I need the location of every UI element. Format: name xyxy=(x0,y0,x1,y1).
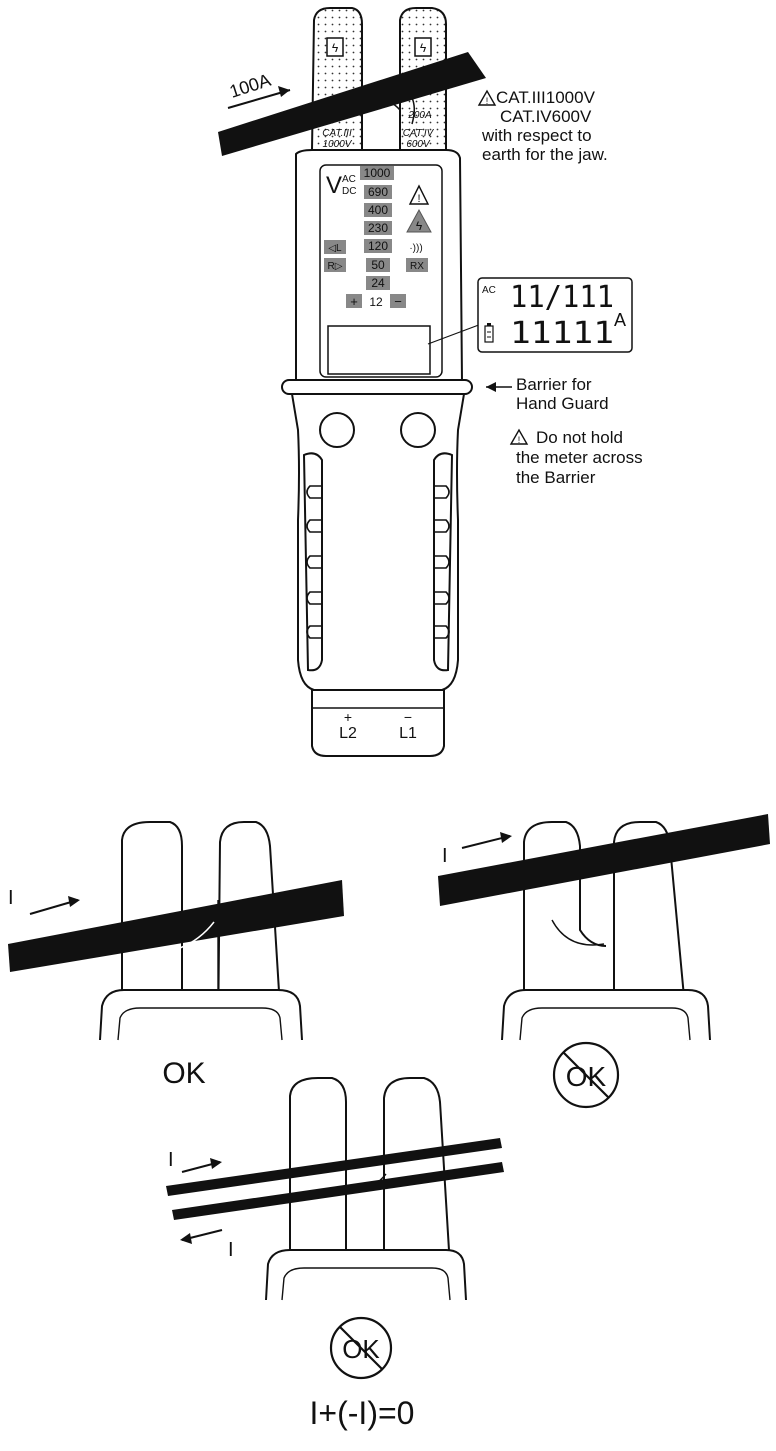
lcd-row-2: 11111 xyxy=(510,316,614,351)
led-400: 400 xyxy=(368,203,388,217)
conductor-cable-forward xyxy=(166,1138,502,1196)
led-12: 12 xyxy=(369,295,383,309)
jaw-warning-line-1: CAT.III1000V xyxy=(496,88,596,107)
led-1000: 1000 xyxy=(364,166,391,180)
left-button[interactable] xyxy=(319,412,355,448)
conductor-cable-return xyxy=(172,1162,504,1220)
right-button[interactable] xyxy=(400,412,436,448)
svg-text:ϟ: ϟ xyxy=(332,41,339,55)
barrier-label-line-1: Barrier for xyxy=(516,375,592,394)
jaw-left-marking-1: CAT.III xyxy=(322,128,352,139)
high-voltage-icon: ϟ xyxy=(406,208,432,233)
example-correct-single-conductor: I OK xyxy=(8,821,344,1090)
jaw-warning-icon: ! xyxy=(477,89,497,106)
svg-text:ϟ: ϟ xyxy=(420,41,427,55)
not-ok-label-2: OK xyxy=(342,1334,380,1364)
led-120: 120 xyxy=(368,239,388,253)
example-2-current-symbol: I xyxy=(442,845,448,867)
jaw-range-mark: 200A xyxy=(407,110,432,121)
example-incorrect-jaw-tip: I OK xyxy=(438,814,770,1109)
warning-triangle-icon: ! xyxy=(408,184,430,205)
conductor-cable xyxy=(218,52,486,156)
barrier-warning-line-1: Do not hold xyxy=(536,428,623,447)
lcd-callout xyxy=(477,277,633,353)
cancellation-formula: I+(-I)=0 xyxy=(310,1395,415,1431)
led-24: 24 xyxy=(371,276,385,290)
barrier-warning-icon: ! xyxy=(509,428,529,445)
hand-guard-barrier xyxy=(281,379,473,395)
battery-icon xyxy=(484,323,494,343)
jaw-warning-line-4: earth for the jaw. xyxy=(482,145,608,164)
indicator-left-phase: ◁L xyxy=(328,243,342,254)
example-1-current-symbol: I xyxy=(8,887,14,909)
jaw-warning-line-3: with respect to xyxy=(481,126,592,145)
jaw-left-marking-2: 1000V xyxy=(323,139,353,150)
svg-text:ϟ: ϟ xyxy=(416,219,423,233)
no-symbol-icon xyxy=(552,1041,620,1109)
jaw-right-marking-2: 600V xyxy=(406,139,431,150)
vac-symbol: V xyxy=(326,172,342,199)
indicator-right-phase: R▷ xyxy=(328,261,343,272)
vac-ac-label: AC xyxy=(342,174,356,185)
led-plus: + xyxy=(350,294,358,309)
terminal-l2-sign: + xyxy=(344,709,352,725)
lcd-row-1: 11/111 xyxy=(510,280,614,315)
svg-text:!: ! xyxy=(518,435,521,445)
jaw-warning-line-2: CAT.IV600V xyxy=(500,107,592,126)
lcd-ac-label: AC xyxy=(482,285,496,296)
no-symbol-icon xyxy=(329,1316,393,1380)
right-grip xyxy=(433,452,454,672)
conductor-cable xyxy=(8,880,344,972)
terminal-block xyxy=(311,689,445,757)
terminal-l1: L1 xyxy=(399,725,417,742)
lcd-unit: A xyxy=(614,310,626,330)
meter-front-view: ϟ ϟ CAT.III 1000V CAT.IV 600V 200A 100A … xyxy=(218,7,643,757)
rx-indicator: RX xyxy=(410,261,424,272)
led-minus: − xyxy=(394,294,402,309)
svg-text:!: ! xyxy=(417,193,420,205)
barrier-warning-line-2: the meter across xyxy=(516,448,643,467)
ok-label: OK xyxy=(162,1057,205,1090)
example-3-current-return: I xyxy=(228,1239,234,1261)
led-50: 50 xyxy=(371,258,385,272)
vac-dc-label: DC xyxy=(342,186,356,197)
example-3-current-forward: I xyxy=(168,1149,174,1171)
led-230: 230 xyxy=(368,221,388,235)
left-grip xyxy=(302,452,323,672)
svg-text:!: ! xyxy=(486,96,489,106)
conductor-cable xyxy=(438,814,770,906)
terminal-l2: L2 xyxy=(339,725,357,742)
barrier-warning-line-3: the Barrier xyxy=(516,468,596,487)
voltage-led-column: 1000 690 400 230 120 50 24 + 12 − xyxy=(346,166,406,309)
beep-indicator: ·))) xyxy=(409,243,422,254)
barrier-label-line-2: Hand Guard xyxy=(516,394,609,413)
terminal-l1-sign: − xyxy=(404,709,412,725)
jaw-right-marking-1: CAT.IV xyxy=(403,128,435,139)
not-ok-label-1: OK xyxy=(566,1061,607,1092)
lcd-window xyxy=(327,325,431,375)
led-690: 690 xyxy=(368,185,388,199)
example-incorrect-two-conductors: I I OK I+(-I)=0 xyxy=(166,1077,504,1431)
